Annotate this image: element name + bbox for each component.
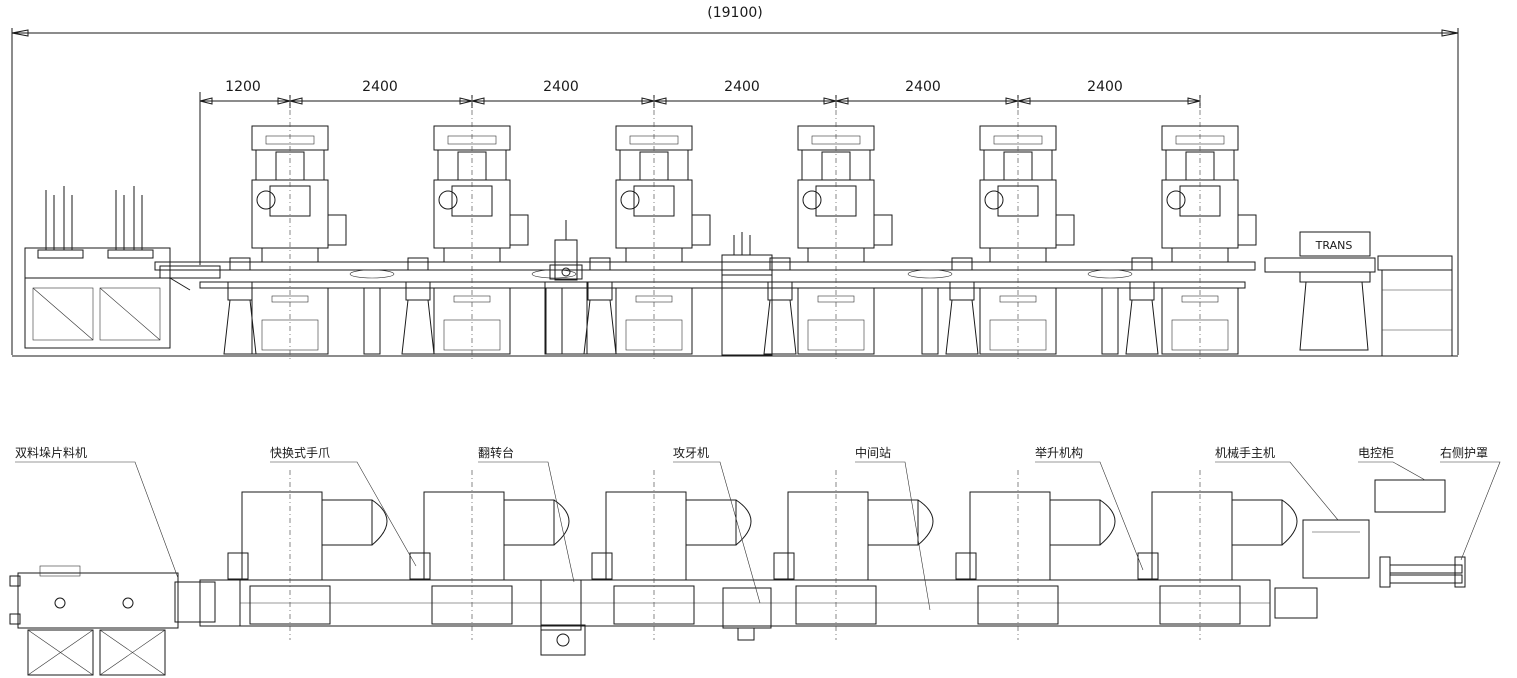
right-guard: [1379, 556, 1466, 588]
press-plan-1: [227, 470, 388, 640]
presses-front: [251, 98, 1257, 362]
segment-dimension-3: 2400: [543, 79, 579, 95]
segment-dimension-4: 2400: [724, 79, 760, 95]
front-view: TRANS: [12, 98, 1458, 362]
press-plan-4: [773, 470, 934, 640]
front-middle-station: [721, 232, 773, 356]
segment-dimension-5: 2400: [905, 79, 941, 95]
front-destacker: [24, 186, 221, 349]
label-right-guard: 右侧护罩: [1440, 445, 1488, 460]
plan-middle-station: [722, 587, 772, 629]
label-electrical-cabinet: 电控柜: [1358, 446, 1394, 460]
label-manipulator-main: 机械手主机: [1215, 445, 1275, 460]
gripper-front-3: [583, 257, 617, 355]
segment-dimension-6: 2400: [1087, 79, 1123, 95]
lift-unit-front-4: [1087, 269, 1133, 355]
presses-plan: [227, 470, 1298, 640]
label-lift-mechanism: 举升机构: [1035, 445, 1083, 460]
press-front-2: [433, 98, 529, 362]
lift-unit-front-2: [531, 269, 577, 355]
press-plan-5: [955, 470, 1116, 640]
segment-dimension-1: 1200: [225, 79, 261, 95]
overall-dimension: (19100): [11, 5, 1459, 355]
electrical-cabinet: [1374, 479, 1446, 513]
overall-dimension-label: (19100): [707, 5, 762, 21]
press-front-6: [1161, 98, 1257, 362]
leader-lines: [15, 461, 1501, 611]
front-manipulator: TRANS: [1264, 231, 1453, 357]
segment-dimension-2: 2400: [362, 79, 398, 95]
gripper-front-2: [401, 257, 435, 355]
lift-unit-front-1: [349, 269, 395, 355]
label-middle-station: 中间站: [855, 445, 891, 460]
press-front-4: [797, 98, 893, 362]
gripper-front-5: [945, 257, 979, 355]
trans-label: TRANS: [1315, 239, 1353, 252]
plan-destacker: [9, 565, 241, 676]
front-flip-table: [544, 220, 588, 355]
label-gripper: 快换式手爪: [270, 446, 330, 460]
press-plan-3: [591, 470, 752, 640]
gripper-front-4: [763, 257, 797, 355]
label-destacker: 双料垛片料机: [15, 445, 87, 460]
label-tapping-machine: 攻牙机: [673, 446, 709, 460]
press-plan-2: [409, 470, 570, 640]
press-plan-6: [1137, 470, 1298, 640]
plan-flip-table: [540, 579, 586, 656]
gripper-front-1: [223, 257, 257, 355]
lift-unit-front-3: [907, 269, 953, 355]
press-front-1: [251, 98, 347, 362]
press-front-3: [615, 98, 711, 362]
segment-dimensions: 1200 2400 2400 2400 2400 2400: [199, 79, 1201, 265]
plan-labels: 双料垛片料机 快换式手爪 翻转台 攻牙机 中间站 举升机构 机械手主机 电控柜 …: [15, 445, 1488, 460]
plan-manipulator: [1274, 519, 1370, 619]
press-front-5: [979, 98, 1075, 362]
label-flip-table: 翻转台: [478, 445, 514, 460]
gripper-front-6: [1125, 257, 1159, 355]
plan-view: 双料垛片料机 快换式手爪 翻转台 攻牙机 中间站 举升机构 机械手主机 电控柜 …: [9, 445, 1501, 676]
